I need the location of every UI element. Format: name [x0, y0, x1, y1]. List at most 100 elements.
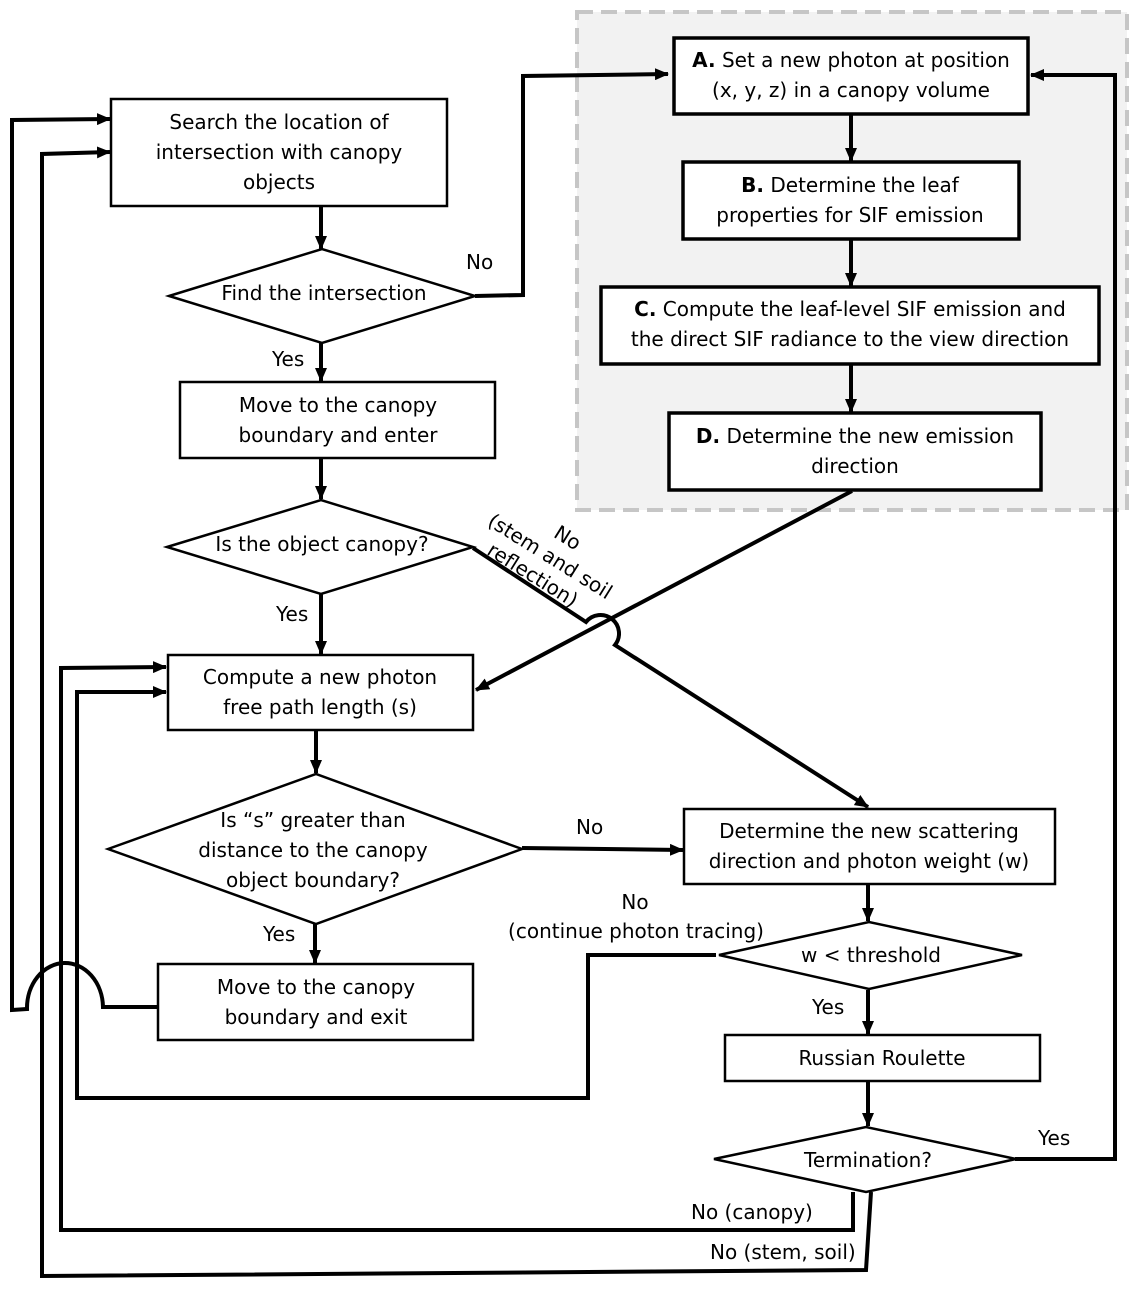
compute-path-line-1: Compute a new photon	[203, 665, 437, 689]
move-exit-line-text: boundary and exit	[225, 1005, 408, 1029]
step-d-line-text: direction	[811, 454, 899, 478]
step-c-text: C. Compute the leaf-level SIF emission a…	[631, 297, 1069, 351]
step-d-box	[667, 411, 1043, 492]
weight-threshold-decision	[718, 920, 1023, 991]
is-object-canopy-decision	[162, 498, 478, 596]
termination-text: Termination?	[803, 1148, 932, 1172]
step-d-line-text: Determine the new emission	[720, 424, 1014, 448]
step-d-step-letter: D.	[696, 424, 720, 448]
find-line-1: Find the intersection	[221, 281, 426, 305]
step-b-line-2: properties for SIF emission	[716, 203, 983, 227]
find-line-text: Find the intersection	[221, 281, 426, 305]
termination-decision	[713, 1125, 1017, 1194]
termination-line-1: Termination?	[803, 1148, 932, 1172]
step-a-step-letter: A.	[692, 48, 715, 72]
step-b-text: B. Determine the leaf properties for SIF …	[716, 173, 983, 227]
search-line-text: intersection with canopy	[156, 140, 403, 164]
compute-path-line-text: free path length (s)	[223, 695, 417, 719]
step-b-box	[681, 160, 1021, 241]
is-canopy-line-text: Is the object canopy?	[215, 532, 428, 556]
roulette-line-text: Russian Roulette	[798, 1046, 965, 1070]
step-c-line-2: the direct SIF radiance to the view dire…	[631, 327, 1069, 351]
label-find-yes: Yes	[271, 347, 304, 371]
step-b-line-text: properties for SIF emission	[716, 203, 983, 227]
scatter-line-text: direction and photon weight (w)	[709, 849, 1029, 873]
step-b-step-letter: B.	[741, 173, 764, 197]
is-s-greater-line-3: object boundary?	[226, 868, 400, 892]
arrow-d-to-compute	[475, 489, 853, 692]
move-enter-line-1: Move to the canopy	[239, 393, 437, 417]
step-a-line-1: A. Set a new photon at position	[692, 48, 1010, 72]
connectors	[10, 68, 1117, 1279]
step-d-line-1: D. Determine the new emission	[696, 424, 1014, 448]
russian-roulette-box	[723, 1033, 1042, 1083]
is-s-greater-line-2: distance to the canopy	[198, 838, 428, 862]
move-boundary-enter-box	[178, 380, 497, 460]
arrow-is-s-no-to-scatter	[521, 843, 684, 856]
arrow-canopy-no-to-scatter	[471, 546, 870, 809]
scatter-line-text: Determine the new scattering	[719, 819, 1019, 843]
step-a-line-text: (x, y, z) in a canopy volume	[712, 78, 990, 102]
label-termination-no-canopy: No (canopy)	[691, 1200, 813, 1224]
step-b-line-text: Determine the leaf	[764, 173, 960, 197]
search-intersection-box	[109, 97, 449, 208]
arrow-move-exit-to-search	[10, 113, 157, 1013]
move-exit-line-1: Move to the canopy	[217, 975, 415, 999]
arrow-termination-no-stem-to-search	[40, 146, 873, 1279]
threshold-line-1: w < threshold	[801, 943, 941, 967]
roulette-line-1: Russian Roulette	[798, 1046, 965, 1070]
move-exit-line-2: boundary and exit	[225, 1005, 408, 1029]
label-canopy-yes: Yes	[275, 602, 308, 626]
step-c-line-text: the direct SIF radiance to the view dire…	[631, 327, 1069, 351]
is-object-canopy-text: Is the object canopy?	[215, 532, 428, 556]
is-s-greater-decision	[104, 772, 526, 926]
label-threshold-no-1: No	[621, 890, 648, 914]
label-is-s-no: No	[576, 815, 603, 839]
is-s-greater-line-text: object boundary?	[226, 868, 400, 892]
move-boundary-exit-box	[156, 962, 475, 1042]
step-c-line-1: C. Compute the leaf-level SIF emission a…	[634, 297, 1066, 321]
label-find-no: No	[466, 250, 493, 274]
scatter-line-2: direction and photon weight (w)	[709, 849, 1029, 873]
arrow-threshold-no-to-compute	[75, 686, 716, 1100]
label-threshold-no-2: (continue photon tracing)	[508, 919, 764, 943]
weight-threshold-text: w < threshold	[801, 943, 941, 967]
step-a-text: A. Set a new photon at position (x, y, z)…	[692, 48, 1010, 102]
step-a-line-2: (x, y, z) in a canopy volume	[712, 78, 990, 102]
move-exit-line-text: Move to the canopy	[217, 975, 415, 999]
arrow-find-no-to-step-a	[474, 68, 669, 298]
search-line-2: intersection with canopy	[156, 140, 403, 164]
compute-free-path-box	[166, 653, 475, 732]
search-line-1: Search the location of	[169, 110, 389, 134]
is-s-greater-line-text: distance to the canopy	[198, 838, 428, 862]
label-threshold-yes: Yes	[811, 995, 844, 1019]
step-c-line-text: Compute the leaf-level SIF emission and	[656, 297, 1065, 321]
move-enter-line-text: Move to the canopy	[239, 393, 437, 417]
scattering-direction-box	[682, 807, 1057, 886]
search-line-3: objects	[243, 170, 315, 194]
step-c-box	[599, 285, 1101, 366]
compute-path-line-text: Compute a new photon	[203, 665, 437, 689]
threshold-line-text: w < threshold	[801, 943, 941, 967]
search-line-text: Search the location of	[169, 110, 389, 134]
step-a-line-text: Set a new photon at position	[716, 48, 1010, 72]
scatter-line-1: Determine the new scattering	[719, 819, 1019, 843]
step-b-line-1: B. Determine the leaf	[741, 173, 960, 197]
step-c-step-letter: C.	[634, 297, 656, 321]
find-intersection-decision	[164, 247, 480, 345]
move-boundary-exit-text: Move to the canopy boundary and exit	[217, 975, 415, 1029]
search-intersection-text: Search the location of intersection with …	[156, 110, 403, 194]
is-s-greater-text: Is “s” greater than distance to the canop…	[198, 808, 428, 892]
step-a-box	[672, 36, 1030, 116]
label-is-s-yes: Yes	[262, 922, 295, 946]
arrow-termination-yes-to-step-a	[1015, 69, 1117, 1161]
is-s-greater-line-1: Is “s” greater than	[220, 808, 405, 832]
label-termination-yes: Yes	[1037, 1126, 1070, 1150]
compute-path-line-2: free path length (s)	[223, 695, 417, 719]
search-line-text: objects	[243, 170, 315, 194]
arrow-termination-no-canopy-to-compute	[59, 661, 855, 1232]
label-termination-no-stem: No (stem, soil)	[710, 1240, 856, 1264]
is-s-greater-line-text: Is “s” greater than	[220, 808, 405, 832]
